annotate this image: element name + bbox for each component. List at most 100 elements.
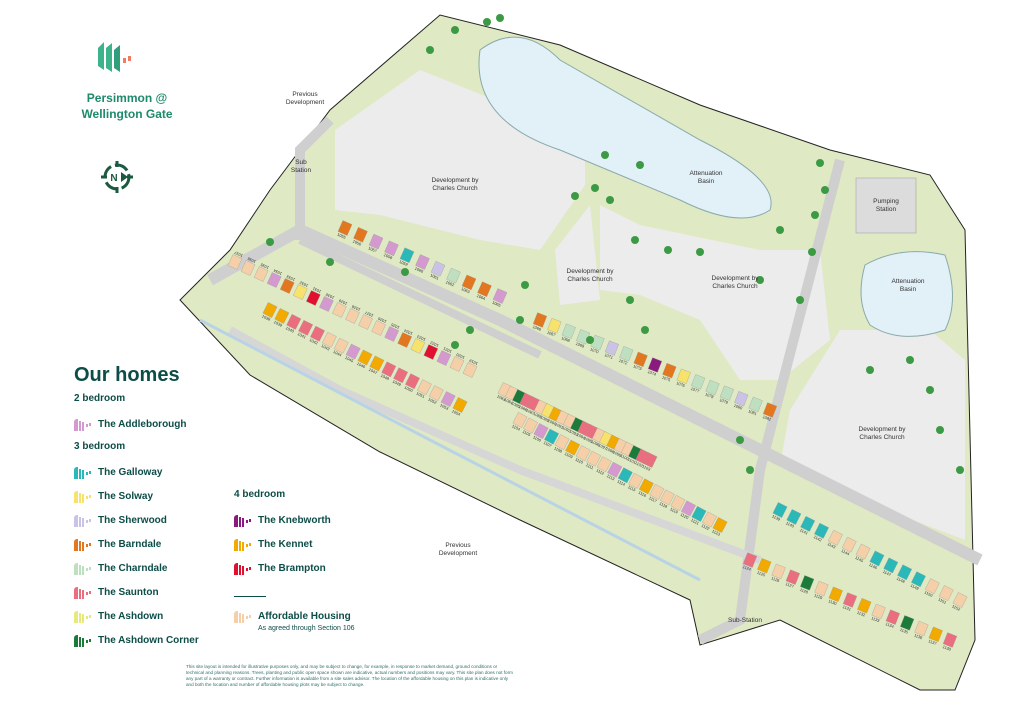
plot-1103: 1103 bbox=[641, 452, 658, 472]
plot-1060: 1060 bbox=[414, 254, 430, 274]
plot-1150: 1150 bbox=[924, 578, 940, 599]
legend-item-the-sherwood: The Sherwood bbox=[74, 513, 167, 527]
plot-1134: 1134 bbox=[885, 609, 900, 629]
plot-number: 1026 bbox=[376, 316, 387, 325]
plot-number: 1095 bbox=[583, 435, 594, 444]
plot-number: 1150 bbox=[924, 590, 935, 599]
plot-1070: 1070 bbox=[589, 334, 605, 355]
plot-number: 1130 bbox=[828, 598, 839, 606]
plot-number: 1035 bbox=[259, 262, 270, 271]
plot-number: 1140 bbox=[785, 520, 796, 529]
legend-item-affordable-housing: Affordable Housing bbox=[234, 609, 351, 623]
plot-house bbox=[814, 522, 829, 539]
plot-1126: 1126 bbox=[770, 563, 786, 584]
plot-number: 1132 bbox=[856, 610, 867, 618]
plot-number: 1136 bbox=[913, 633, 924, 641]
plot-house bbox=[617, 467, 633, 484]
plot-1121: 1121 bbox=[690, 506, 707, 526]
plot-house bbox=[712, 517, 728, 533]
plot-house bbox=[647, 357, 663, 373]
plot-number: 1036 bbox=[246, 256, 257, 265]
plot-number: 1143 bbox=[827, 541, 838, 550]
plot-1067: 1067 bbox=[546, 318, 562, 338]
plot-number: 1083 bbox=[496, 393, 507, 402]
plot-number: 1121 bbox=[690, 517, 701, 526]
plot-house bbox=[734, 391, 749, 407]
plot-number: 1137 bbox=[928, 638, 939, 646]
plot-house bbox=[924, 578, 940, 594]
plot-1117: 1117 bbox=[648, 484, 665, 504]
plot-1111: 1111 bbox=[585, 450, 602, 471]
plot-number: 1119 bbox=[669, 506, 679, 515]
plot-1135: 1135 bbox=[899, 615, 915, 635]
plot-1076: 1076 bbox=[676, 368, 691, 388]
plot-number: 1047 bbox=[368, 367, 379, 376]
plot-number: 1089 bbox=[540, 414, 551, 423]
tree-icon bbox=[808, 248, 816, 256]
plot-1068: 1068 bbox=[561, 323, 576, 343]
plot-number: 1138 bbox=[942, 644, 953, 652]
plot-number: 1044 bbox=[332, 349, 343, 358]
plot-number: 1079 bbox=[719, 397, 730, 405]
plot-1031: 1031 bbox=[306, 286, 322, 306]
plot-house bbox=[702, 511, 717, 528]
plot-number: 1109 bbox=[564, 451, 575, 460]
plot-house bbox=[705, 379, 720, 396]
plot-house bbox=[274, 308, 290, 324]
plot-1053: 1053 bbox=[439, 391, 456, 411]
plot-house bbox=[337, 220, 353, 236]
plot-house bbox=[440, 391, 456, 407]
tree-icon bbox=[516, 316, 524, 324]
plot-house bbox=[633, 351, 648, 367]
plot-1028: 1028 bbox=[345, 304, 361, 324]
plot-house bbox=[266, 272, 282, 288]
tree-icon bbox=[821, 186, 829, 194]
plot-number: 1126 bbox=[770, 575, 781, 583]
tree-icon bbox=[926, 386, 934, 394]
plot-number: 1021 bbox=[442, 346, 453, 355]
plot-number: 1145 bbox=[854, 555, 865, 564]
plot-house bbox=[415, 254, 430, 270]
brand-line-1: Persimmon @ bbox=[86, 91, 168, 105]
plot-1151: 1151 bbox=[937, 585, 954, 605]
plot-number: 1064 bbox=[476, 293, 487, 301]
plot-1077: 1077 bbox=[690, 374, 706, 394]
plot-number: 1147 bbox=[882, 569, 893, 578]
attenuation-basin-north bbox=[478, 36, 772, 219]
plot-1064: 1064 bbox=[476, 281, 492, 301]
plot-1071: 1071 bbox=[604, 340, 619, 360]
plot-house bbox=[446, 267, 461, 284]
plot-house bbox=[554, 434, 570, 450]
plot-1027: 1027 bbox=[358, 310, 374, 330]
plot-number: 1051 bbox=[415, 391, 426, 400]
house-type-icon bbox=[74, 513, 92, 527]
plot-number: 1042 bbox=[309, 337, 320, 346]
svg-text:N: N bbox=[110, 173, 117, 184]
plot-number: 1080 bbox=[733, 403, 744, 411]
plot-number: 1032 bbox=[298, 280, 309, 289]
plot-number: 1073 bbox=[632, 363, 643, 371]
plot-1106: 1106 bbox=[532, 423, 549, 443]
tree-icon bbox=[451, 341, 459, 349]
plot-number: 1122 bbox=[701, 523, 712, 532]
plot-number: 1052 bbox=[427, 397, 438, 406]
plot-house bbox=[942, 632, 958, 648]
plot-house bbox=[492, 288, 508, 304]
disclaimer: This site layout is intended for illustr… bbox=[186, 664, 513, 687]
legend-4-bedroom: 4 bedroom bbox=[234, 489, 286, 500]
plot-1132: 1132 bbox=[856, 598, 872, 618]
plot-number: 1127 bbox=[785, 581, 796, 589]
plot-1042: 1042 bbox=[309, 325, 325, 346]
plot-house bbox=[332, 302, 347, 318]
plot-1109: 1109 bbox=[564, 439, 581, 460]
legend-item-label: The Brampton bbox=[258, 562, 326, 574]
plot-number: 1066 bbox=[532, 324, 543, 332]
plot-house bbox=[649, 484, 665, 500]
plot-1137: 1137 bbox=[928, 626, 943, 646]
